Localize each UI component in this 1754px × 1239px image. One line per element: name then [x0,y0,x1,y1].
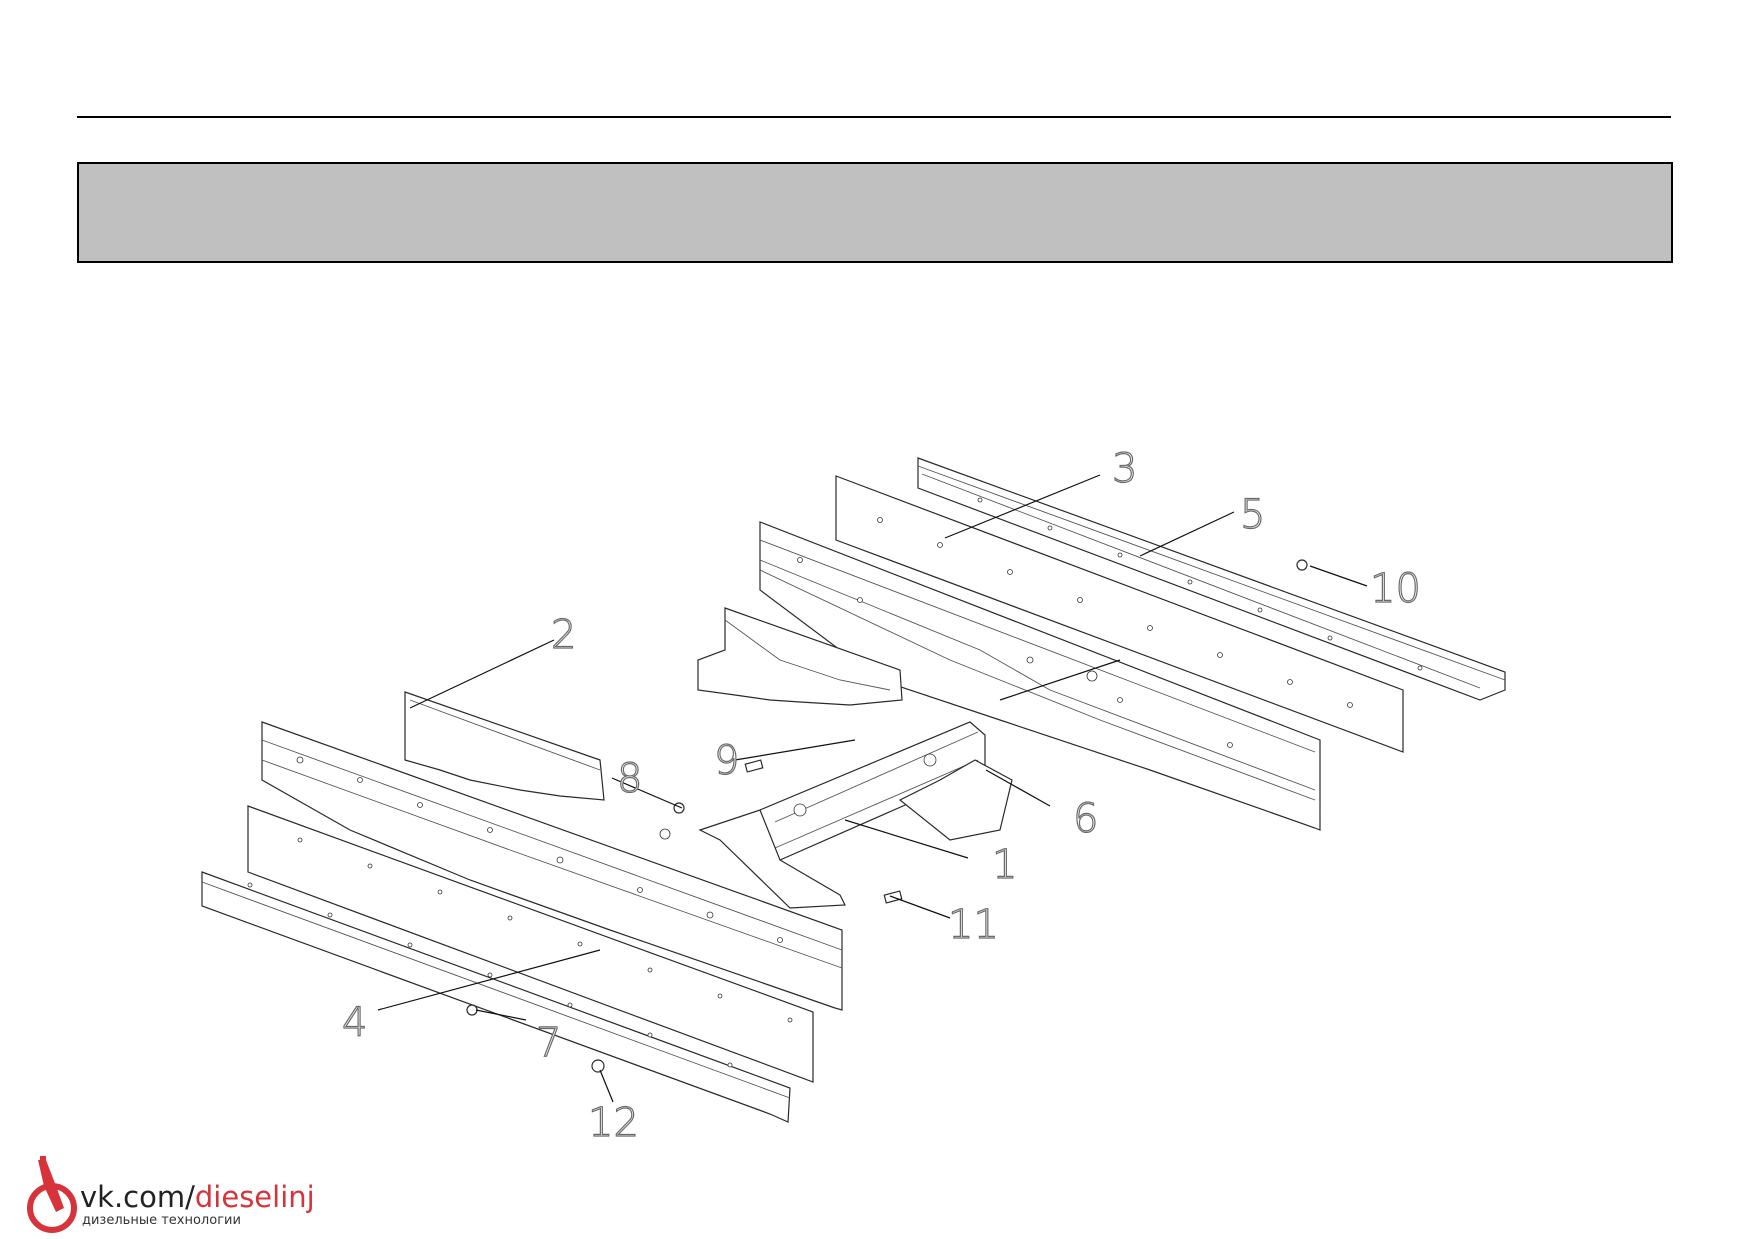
plate-4 [247,805,814,1083]
bracket-2 [404,691,605,801]
callout-3: 3 [1112,446,1137,492]
bracket-upper [697,607,903,706]
callout-1: 1 [992,842,1017,888]
watermark-url-accent: dieselinj [194,1180,315,1214]
rail-right [759,521,1321,831]
plate-3 [835,475,1404,753]
callout-6: 6 [1073,796,1098,842]
gusset-6 [898,759,1013,841]
watermark-url-prefix: vk.com/ [80,1180,195,1214]
callout-9: 9 [714,738,739,784]
callout-5: 5 [1240,492,1265,538]
leader-lines [377,474,1368,1103]
callout-4: 4 [342,1000,367,1046]
fasteners [466,559,1308,1073]
watermark-url: vk.com/dieselinj [80,1180,315,1214]
top-rule [77,116,1671,118]
angle-7 [201,871,791,1123]
callouts: 3 5 10 2 9 8 6 1 11 4 7 12 [341,445,1421,1146]
callout-12: 12 [588,1100,639,1146]
callout-10: 10 [1370,566,1421,612]
watermark-subtitle: дизельные технологии [82,1213,241,1228]
callout-2: 2 [551,612,576,658]
callout-7: 7 [536,1020,561,1066]
header-band [77,162,1673,263]
rail-left [261,721,843,1011]
callout-8: 8 [617,756,642,802]
callout-11: 11 [948,902,999,948]
dieselinj-logo [27,1156,77,1233]
holes [247,497,1423,1068]
mounting-plate [698,809,846,909]
